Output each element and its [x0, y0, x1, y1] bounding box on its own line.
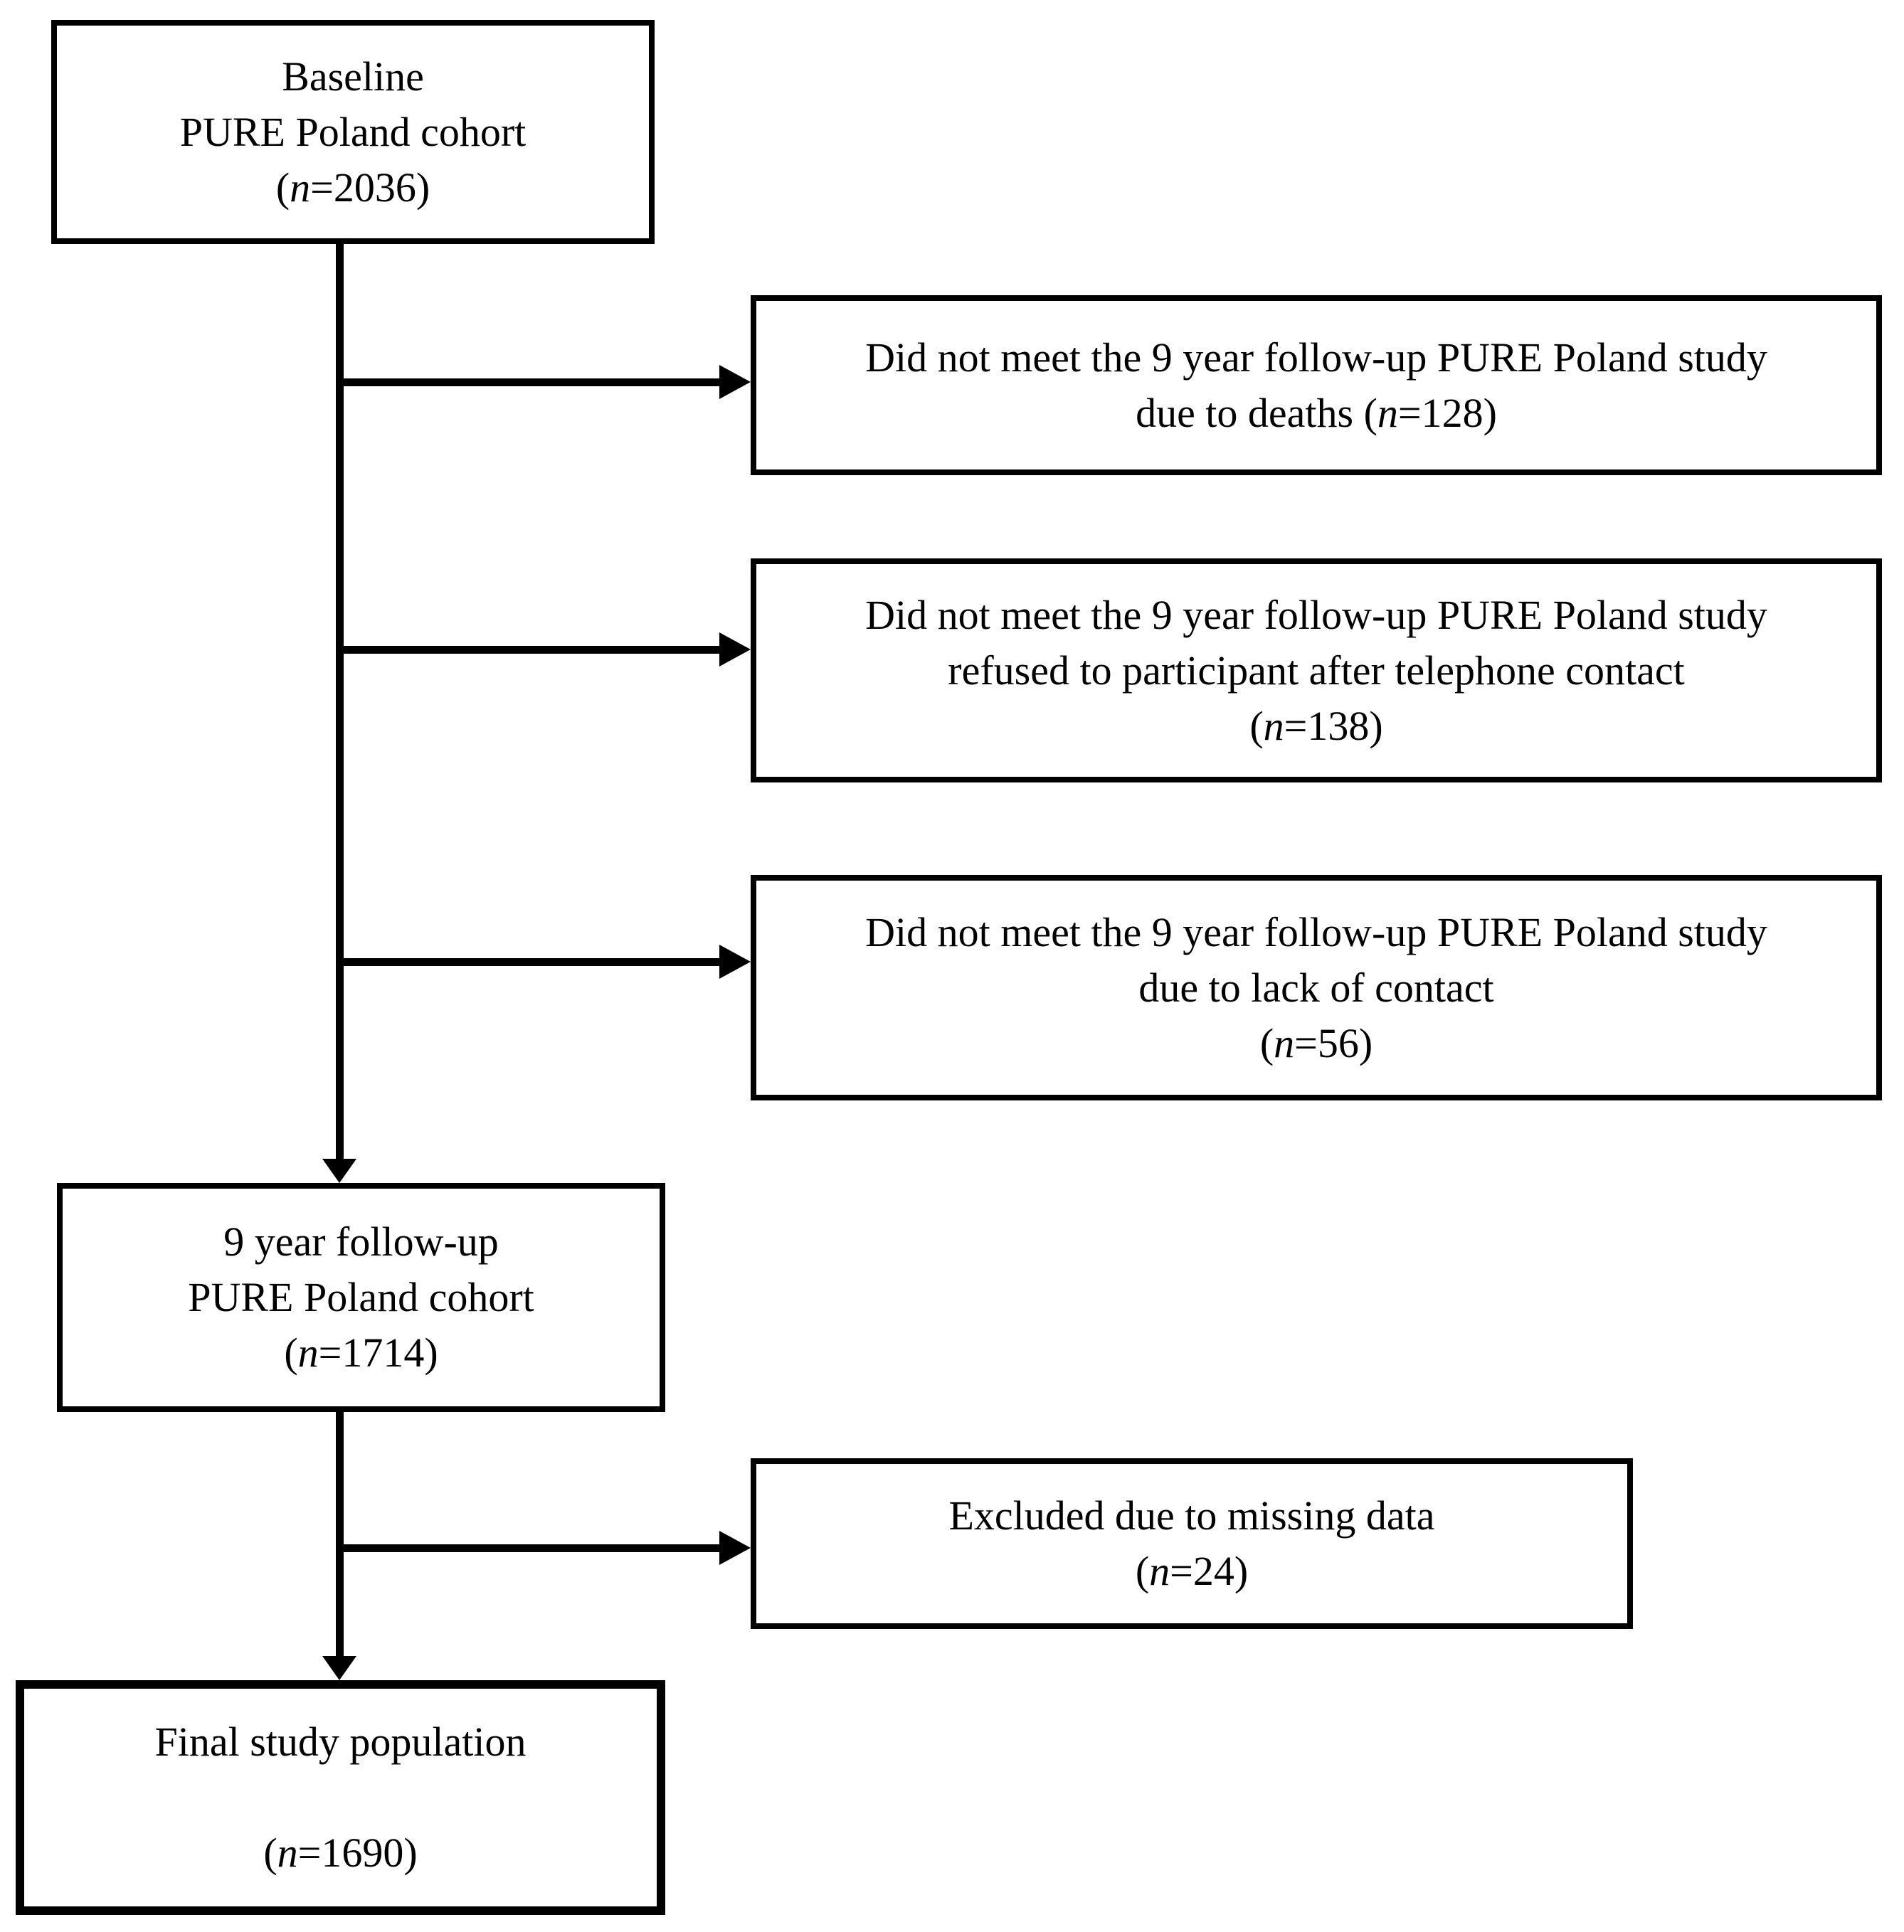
- box-excluded-missing-data: Excluded due to missing data (n=24): [751, 1458, 1633, 1629]
- box-line: 9 year follow-up: [223, 1214, 499, 1270]
- text-segment: =1714): [318, 1329, 438, 1376]
- box-line: Final study population: [155, 1714, 527, 1770]
- text-segment: PURE Poland cohort: [179, 108, 527, 155]
- n-symbol: n: [1274, 1019, 1295, 1066]
- text-segment: refused to participant after telephone c…: [948, 647, 1685, 694]
- text-segment: Baseline: [282, 53, 424, 100]
- box-line: due to lack of contact: [1138, 960, 1493, 1016]
- text-segment: =138): [1284, 702, 1383, 749]
- connector-branch-missing-data: [336, 1544, 721, 1552]
- text-segment: =2036): [310, 164, 430, 211]
- n-symbol: n: [290, 164, 311, 211]
- text-segment: 9 year follow-up: [223, 1219, 499, 1265]
- n-symbol: n: [1377, 389, 1398, 436]
- box-final-population: Final study population (n=1690): [16, 1680, 665, 1915]
- n-symbol: n: [1263, 702, 1284, 749]
- connector-branch-deaths: [336, 378, 721, 386]
- box-line: Did not meet the 9 year follow-up PURE P…: [865, 905, 1767, 960]
- connector-followup-to-final: [336, 1412, 344, 1656]
- arrowhead-right-deaths: [719, 365, 751, 399]
- text-segment: (: [284, 1329, 298, 1376]
- text-segment: =24): [1170, 1548, 1249, 1594]
- text-segment: Did not meet the 9 year follow-up PURE P…: [865, 908, 1767, 955]
- text-segment: =56): [1294, 1019, 1373, 1066]
- box-line-n-count: (n=24): [1136, 1544, 1248, 1599]
- box-line: PURE Poland cohort: [188, 1270, 534, 1325]
- n-symbol: n: [297, 1329, 319, 1376]
- box-followup-cohort: 9 year follow-up PURE Poland cohort (n=1…: [57, 1183, 665, 1412]
- arrowhead-right-refused: [719, 632, 751, 667]
- arrowhead-down-final: [322, 1656, 356, 1680]
- connector-branch-no-contact: [336, 958, 721, 966]
- box-line: refused to participant after telephone c…: [948, 643, 1684, 699]
- n-symbol: n: [277, 1830, 298, 1876]
- text-segment: (: [1259, 1019, 1274, 1066]
- box-line-n-count: (n=2036): [276, 160, 430, 216]
- text-segment: (: [275, 164, 290, 211]
- box-line: Did not meet the 9 year follow-up PURE P…: [865, 588, 1767, 643]
- connector-baseline-to-followup: [336, 244, 344, 1161]
- box-baseline-cohort: Baseline PURE Poland cohort (n=2036): [51, 20, 655, 244]
- box-line: Excluded due to missing data: [949, 1488, 1435, 1544]
- arrowhead-down-followup: [322, 1159, 356, 1183]
- arrowhead-right-no-contact: [719, 945, 751, 979]
- text-segment: (: [263, 1830, 277, 1876]
- box-excluded-deaths: Did not meet the 9 year follow-up PURE P…: [751, 295, 1882, 475]
- text-segment: =128): [1397, 389, 1497, 436]
- box-line-n-count: (n=1714): [284, 1325, 438, 1381]
- box-line: PURE Poland cohort: [180, 105, 527, 160]
- box-line-n-count: due to deaths (n=128): [1136, 386, 1497, 441]
- box-line-n-count: (n=138): [1249, 699, 1382, 754]
- text-segment: PURE Poland cohort: [188, 1274, 534, 1320]
- text-segment: Final study population: [154, 1719, 527, 1765]
- text-segment: due to deaths (: [1136, 389, 1377, 436]
- box-line-n-count: (n=1690): [263, 1825, 417, 1881]
- text-segment: Excluded due to missing data: [948, 1492, 1435, 1539]
- text-segment: =1690): [297, 1830, 418, 1876]
- text-segment: due to lack of contact: [1138, 964, 1494, 1011]
- box-excluded-no-contact: Did not meet the 9 year follow-up PURE P…: [751, 875, 1882, 1100]
- text-segment: Did not meet the 9 year follow-up PURE P…: [865, 334, 1767, 381]
- text-segment: Did not meet the 9 year follow-up PURE P…: [865, 591, 1767, 638]
- arrowhead-right-missing-data: [719, 1531, 751, 1565]
- box-line: Baseline: [282, 49, 424, 105]
- connector-branch-refused: [336, 646, 721, 654]
- n-symbol: n: [1149, 1548, 1170, 1594]
- box-line: Did not meet the 9 year follow-up PURE P…: [865, 330, 1767, 386]
- box-excluded-refused: Did not meet the 9 year follow-up PURE P…: [751, 558, 1882, 782]
- text-segment: (: [1249, 702, 1264, 749]
- text-segment: (: [1135, 1548, 1150, 1594]
- box-line-n-count: (n=56): [1260, 1016, 1373, 1071]
